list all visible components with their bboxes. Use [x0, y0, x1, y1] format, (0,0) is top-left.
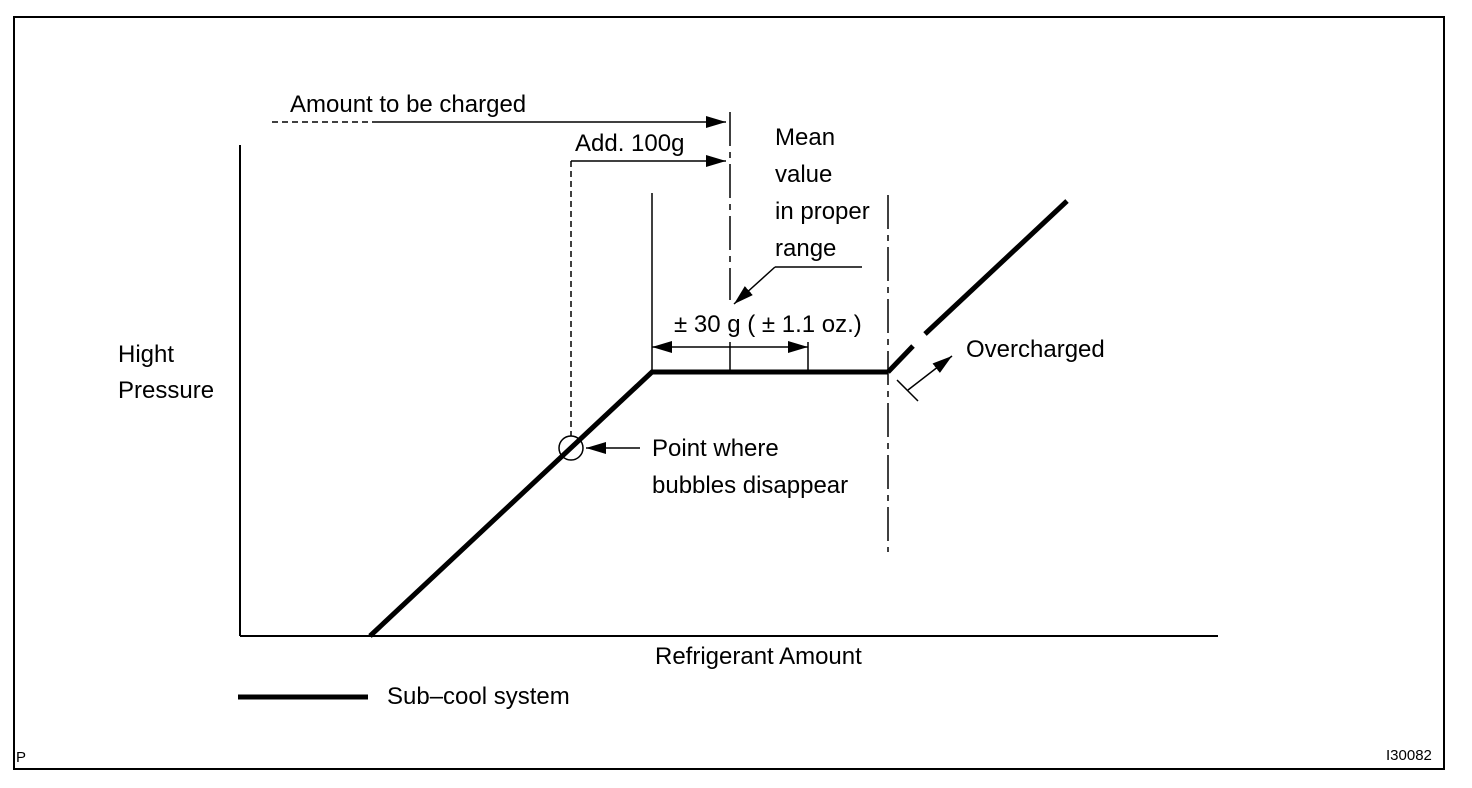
add-100g-label: Add. 100g [575, 130, 684, 157]
amount-to-be-charged-label: Amount to be charged [290, 91, 526, 118]
mean-value-line1: Mean [775, 124, 835, 151]
overcharged-tick [896, 379, 919, 402]
overcharged-label: Overcharged [966, 336, 1105, 363]
mean-leader-arrow [733, 266, 776, 305]
mean-value-line2: value [775, 161, 832, 188]
figure-frame [13, 16, 1445, 770]
legend-label: Sub–cool system [387, 683, 570, 710]
mean-value-line3: in proper [775, 198, 870, 225]
corner-left-label: P [16, 749, 26, 766]
y-axis-label-line1: Hight [118, 341, 174, 368]
x-axis-label: Refrigerant Amount [655, 643, 862, 670]
bubble-point-label-line1: Point where [652, 435, 779, 462]
overcharged-curve-segment-1 [886, 344, 915, 374]
bubble-point-label-line2: bubbles disappear [652, 472, 848, 499]
sub-cool-curve [368, 369, 888, 638]
tolerance-label: ± 30 g ( ± 1.1 oz.) [674, 311, 862, 338]
overcharged-curve-segment-2 [923, 199, 1069, 336]
bubble-point-marker [558, 435, 584, 461]
figure-code-label: I30082 [1386, 747, 1432, 764]
mean-value-line4: range [775, 235, 836, 262]
overcharged-arrow [907, 355, 953, 391]
y-axis-label-line2: Pressure [118, 377, 214, 404]
